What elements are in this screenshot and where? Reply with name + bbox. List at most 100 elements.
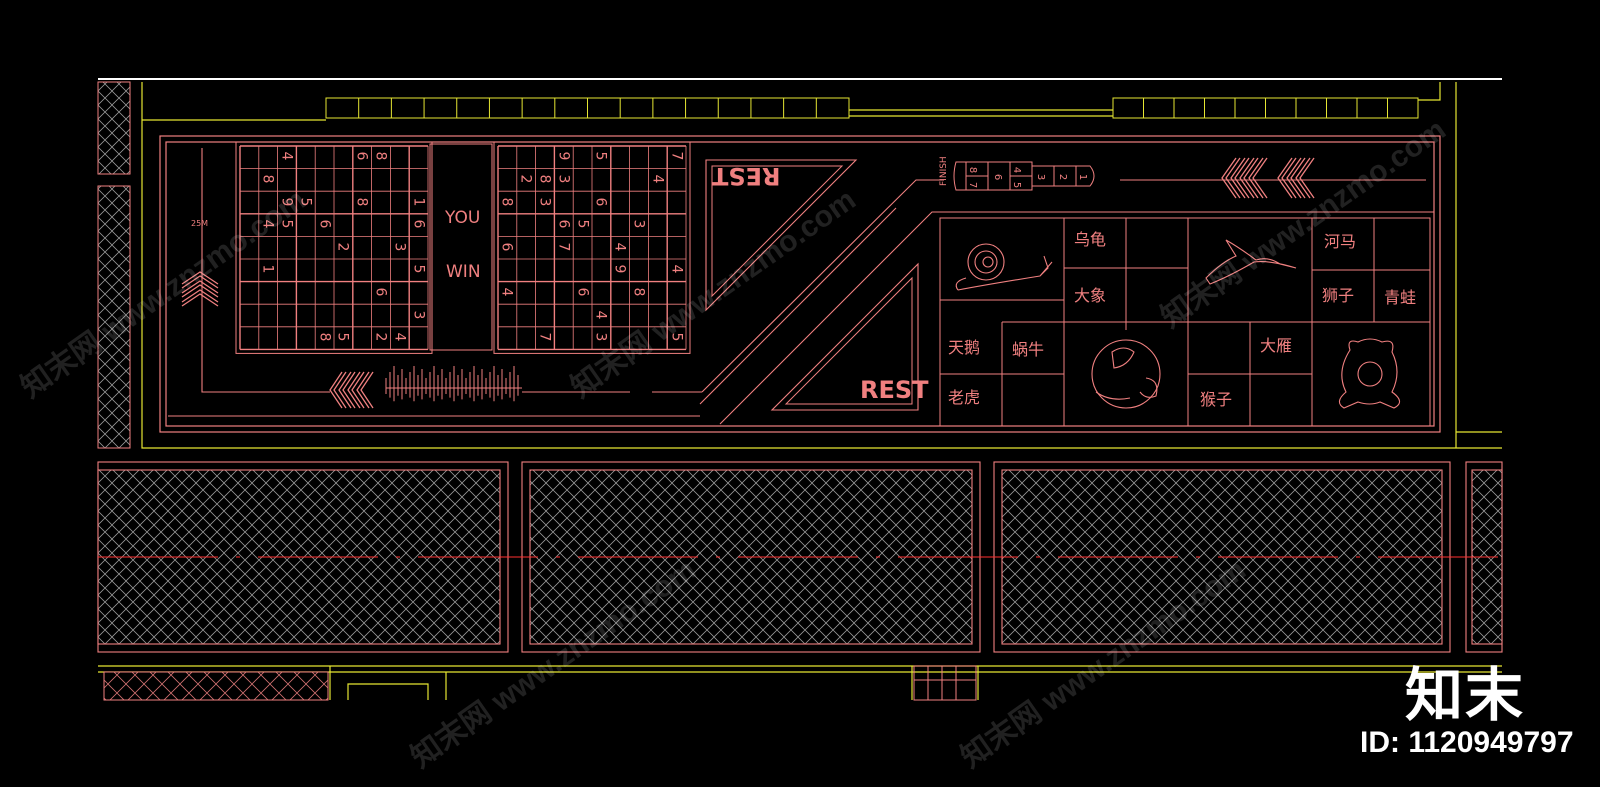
chevron (351, 371, 365, 409)
animal-tortoise-label: 乌龟 (1074, 230, 1107, 249)
hopscotch-number: 1 (1077, 173, 1089, 181)
sudoku-right-number: 3 (555, 174, 572, 184)
sudoku-left-number: 6 (316, 219, 333, 229)
you-win-panel (429, 143, 493, 351)
sudoku-right-number: 6 (555, 219, 572, 229)
paving-tile-strips (325, 97, 1419, 119)
rest-triangle-top (705, 159, 858, 312)
sudoku-left-number: 4 (391, 332, 408, 342)
sudoku-right-number: 8 (498, 197, 515, 206)
yellow-boundaries (98, 82, 1502, 700)
sudoku-left-number: 8 (372, 151, 389, 161)
rest-label-bottom: REST (860, 376, 929, 404)
animal-monkey-label: 猴子 (1200, 390, 1233, 409)
sudoku-left-number: 1 (259, 264, 276, 274)
chevron (1221, 157, 1237, 199)
sudoku-right-number: 5 (592, 151, 609, 161)
swan-drawing (1205, 239, 1297, 285)
chevron (329, 371, 343, 409)
hopscotch-number: 5 (1011, 181, 1023, 189)
animal-swan-label: 天鹅 (948, 338, 981, 357)
hopscotch-number: 4 (1011, 166, 1023, 174)
stepping-bars (385, 366, 522, 402)
chevron (1290, 157, 1306, 199)
hopscotch-grid (953, 161, 1095, 191)
chevron (338, 371, 352, 409)
hopscotch-number: 6 (992, 173, 1004, 181)
sudoku-left-number: 8 (259, 174, 276, 184)
chevron (181, 293, 219, 307)
left-hatch-strip-top (97, 81, 131, 175)
chevron (1248, 157, 1264, 199)
sudoku-left-number: 3 (410, 310, 427, 319)
sudoku-left-number: 6 (353, 151, 370, 161)
animal-elephant-label: 大象 (1074, 286, 1107, 305)
chevron (1239, 157, 1255, 199)
sudoku-right-number: 9 (611, 264, 628, 274)
sudoku-right-number: 5 (574, 219, 591, 229)
sudoku-right-number: 3 (630, 219, 647, 229)
animal-hippo-label: 河马 (1324, 232, 1357, 251)
frog-drawing (1338, 338, 1401, 409)
chevron (1225, 157, 1241, 199)
chevron (1243, 157, 1259, 199)
finish-label: FINISH (939, 156, 949, 186)
chevron (1234, 157, 1250, 199)
sudoku-left-number: 3 (391, 242, 408, 252)
chevron (356, 371, 370, 409)
sudoku-right-number: 7 (536, 332, 553, 342)
sudoku-board-left (235, 141, 433, 354)
chevron (181, 280, 219, 294)
distance-label: 25M (191, 219, 209, 228)
chevron (1295, 157, 1311, 199)
hopscotch-number: 8 (967, 166, 979, 174)
sudoku-left-number: 5 (334, 332, 351, 342)
chevron (181, 271, 219, 285)
sudoku-right-number: 8 (630, 287, 647, 297)
chevron (1277, 157, 1293, 199)
sudoku-right-number: 7 (668, 151, 685, 161)
rest-triangle-bottom (770, 262, 919, 411)
chevron (1299, 157, 1315, 199)
sudoku-left-number: 4 (278, 151, 295, 161)
sudoku-right-number: 6 (498, 242, 515, 252)
rest-triangle-top-inner (711, 165, 844, 298)
sudoku-right-number: 4 (649, 174, 666, 184)
chevron (1230, 157, 1246, 199)
hop-finish (953, 161, 967, 191)
sudoku-right-number: 3 (536, 197, 553, 206)
sudoku-right-number: 4 (592, 310, 609, 319)
sudoku-right-number: 7 (555, 242, 572, 252)
sudoku-board-right (493, 141, 691, 354)
sudoku-right-number: 4 (498, 287, 515, 297)
sudoku-right-number: 6 (592, 197, 609, 206)
animal-snail-label: 蜗牛 (1012, 340, 1045, 359)
sudoku-left-number: 2 (334, 242, 351, 252)
hopscotch-number: 2 (1057, 173, 1069, 181)
chevron (1286, 157, 1302, 199)
sudoku-left-number: 1 (410, 197, 427, 206)
sudoku-left-number: 5 (410, 264, 427, 274)
left-hatch-strip (97, 185, 131, 449)
animal-tiger-label: 老虎 (948, 388, 981, 407)
sudoku-left-number: 8 (316, 332, 333, 342)
rest-triangle-bottom-inner (784, 276, 913, 405)
playground-outline (159, 135, 1441, 433)
snail-drawing (955, 243, 1053, 291)
sudoku-right-number: 4 (668, 264, 685, 274)
animal-goose-label: 大雁 (1260, 336, 1293, 355)
elephant-drawing (1091, 339, 1161, 409)
animal-lion-label: 狮子 (1322, 286, 1355, 305)
chevron (333, 371, 347, 409)
chevron (342, 371, 356, 409)
sudoku-right-number: 4 (611, 242, 628, 252)
sudoku-left-number: 6 (372, 287, 389, 297)
hopscotch-number: 3 (1035, 173, 1047, 181)
image-id: ID: 1120949797 (1360, 726, 1574, 759)
direction-arrows (181, 157, 1315, 409)
sudoku-left-number: 8 (353, 197, 370, 206)
bottom-left-cross-strip (103, 671, 329, 701)
left-play-area (168, 148, 1434, 425)
